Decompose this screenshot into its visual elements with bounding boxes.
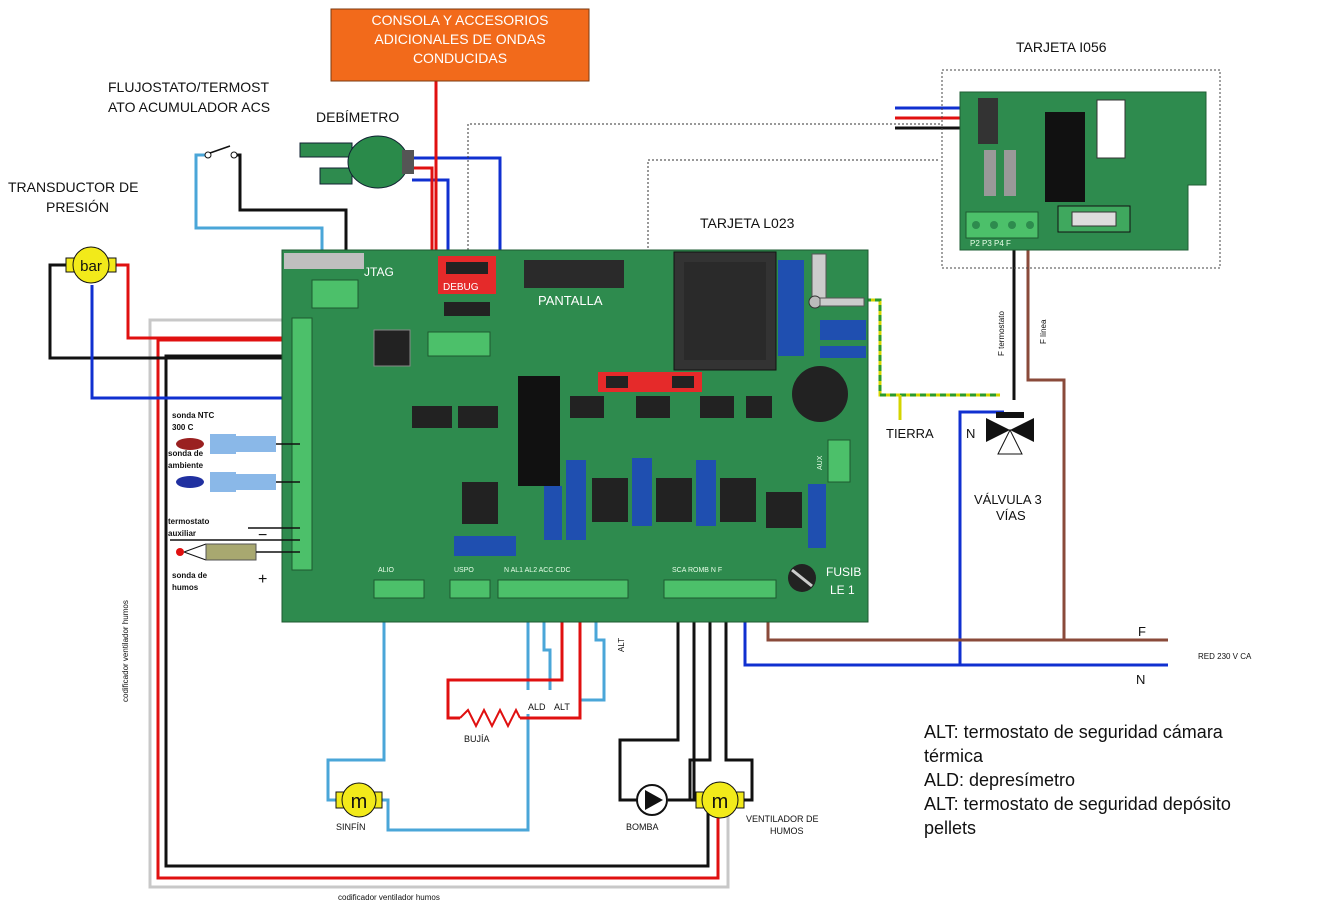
- flujostato-line1: FLUJOSTATO/TERMOST: [108, 79, 269, 95]
- sonda-humos-line1: sonda de: [172, 571, 208, 580]
- bar-sensor: bar: [65, 246, 117, 284]
- ventilador-line2: HUMOS: [770, 826, 804, 836]
- bujia-label: BUJÍA: [464, 734, 490, 744]
- codificador-vertical-label: codificador ventilador humos: [121, 600, 130, 702]
- jtag-label: JTAG: [364, 265, 394, 279]
- three-way-valve: [986, 412, 1034, 455]
- legend-line4: ALT: termostato de seguridad depósito: [924, 794, 1231, 814]
- codificador-wire-black: [164, 354, 710, 868]
- dspo-label: USPO: [454, 567, 474, 574]
- minus-sign: −: [258, 527, 267, 544]
- valve-wire-linea: [1026, 238, 1066, 640]
- bomba-pump: [636, 784, 668, 816]
- alt-wire-lightblue2: [580, 600, 606, 702]
- i056-terminal-labels: P2 P3 P4 F: [970, 239, 1011, 248]
- red-f-label: F: [1138, 624, 1146, 639]
- console-line1: CONSOLA Y ACCESORIOS: [372, 12, 549, 28]
- pantalla-label: PANTALLA: [538, 293, 603, 308]
- als-label: N AL1 AL2 ACC CDC: [504, 567, 571, 574]
- legend: ALT: termostato de seguridad cámara térm…: [924, 722, 1231, 838]
- ventilador-motor: m: [695, 781, 745, 819]
- sonda-humos-line2: humos: [172, 583, 199, 592]
- flujostato-wire-lightblue: [194, 153, 324, 292]
- sinfin-motor-symbol: m: [351, 791, 368, 813]
- termostato-aux-line1: termostato: [168, 517, 209, 526]
- plus-sign: +: [258, 571, 267, 588]
- left-sensors: sonda NTC 300 C sonda de ambiente termos…: [168, 411, 300, 592]
- bomba-wire-black1: [618, 595, 680, 802]
- debimetro-device: [299, 135, 414, 189]
- legend-line2: térmica: [924, 746, 984, 766]
- sonda-ntc-temp: 300 C: [172, 423, 194, 432]
- valve-wire-n: [958, 410, 1004, 665]
- alt-tag: ALT: [554, 702, 570, 712]
- debug-label: DEBUG: [443, 282, 479, 293]
- f-linea-label: F línea: [1039, 319, 1048, 344]
- sinfin-wire-lightblue: [326, 595, 386, 802]
- flujostato-line2: ATO ACUMULADOR ACS: [108, 99, 270, 115]
- debimetro-label: DEBÍMETRO: [316, 109, 399, 125]
- codificador-wire-red: [156, 338, 720, 880]
- bujia-wire-red: [446, 595, 564, 720]
- sonda-ambiente-line2: ambiente: [168, 461, 204, 470]
- termostato-aux-line2: auxiliar: [168, 529, 196, 538]
- vent-wire-black2: [724, 595, 754, 802]
- red-230-label: RED 230 V CA: [1198, 652, 1252, 661]
- sca-label: SCA ROMB N F: [672, 567, 722, 574]
- console-line3: CONDUCIDAS: [413, 50, 507, 66]
- alo-label: ALIO: [378, 567, 395, 574]
- transductor-line1: TRANSDUCTOR DE: [8, 179, 138, 195]
- ald-alt-tags: ALD ALT: [524, 690, 578, 714]
- wires: [48, 78, 1168, 889]
- legend-line5: pellets: [924, 818, 976, 838]
- sinfin-wire-lightblue2: [378, 600, 530, 832]
- flujostato-wire-black: [236, 153, 348, 292]
- transductor-wire-red: [112, 263, 300, 340]
- aux-label: AUX: [817, 455, 824, 470]
- sinfin-motor: m: [335, 782, 383, 818]
- ventilador-line1: VENTILADOR DE: [746, 814, 819, 824]
- n-valve-label: N: [966, 426, 975, 441]
- codificador-bottom-label: codificador ventilador humos: [338, 893, 440, 902]
- ald-tag: ALD: [528, 702, 546, 712]
- vent-wire-black1: [688, 595, 712, 802]
- console-line2: ADICIONALES DE ONDAS: [374, 31, 545, 47]
- tierra-label: TIERRA: [886, 426, 934, 441]
- main-board: JTAG DEBUG PANTALLA: [281, 249, 869, 623]
- f-termostato-label: F termostato: [997, 311, 1006, 356]
- sinfin-label: SINFÍN: [336, 822, 366, 832]
- transductor-line2: PRESIÓN: [46, 199, 109, 215]
- alt-vertical-label: ALT: [617, 638, 626, 652]
- console-box: CONSOLA Y ACCESORIOS ADICIONALES DE ONDA…: [330, 8, 590, 82]
- transductor-wire-blue: [90, 285, 300, 400]
- red-n-label: N: [1136, 672, 1145, 687]
- valvula-line2: VÍAS: [996, 508, 1026, 523]
- flujostato-switch: [204, 145, 238, 159]
- legend-line3: ALD: depresímetro: [924, 770, 1075, 790]
- codificador-wire-gray: [148, 318, 730, 889]
- bar-label: bar: [80, 258, 102, 275]
- transductor-wire-black: [48, 263, 300, 360]
- bomba-label: BOMBA: [626, 822, 659, 832]
- sonda-ntc-label: sonda NTC: [172, 411, 214, 420]
- bujia-resistor: [459, 707, 521, 729]
- tarjeta-i056-board: P2 P3 P4 F: [959, 91, 1207, 251]
- dotted-i056-mid: [647, 159, 940, 372]
- tarjeta-l023-title: TARJETA L023: [700, 215, 795, 231]
- fusible-line2: LE 1: [830, 583, 855, 597]
- tarjeta-i056-frame: [941, 69, 1221, 269]
- ventilador-motor-symbol: m: [712, 791, 729, 813]
- valvula-line1: VÁLVULA 3: [974, 492, 1042, 507]
- sonda-ambiente-line1: sonda de: [168, 449, 204, 458]
- tarjeta-i056-title: TARJETA I056: [1016, 39, 1107, 55]
- bujia-wire-red2: [520, 595, 582, 720]
- fusible-line1: FUSIB: [826, 565, 861, 579]
- legend-line1: ALT: termostato de seguridad cámara: [924, 722, 1224, 742]
